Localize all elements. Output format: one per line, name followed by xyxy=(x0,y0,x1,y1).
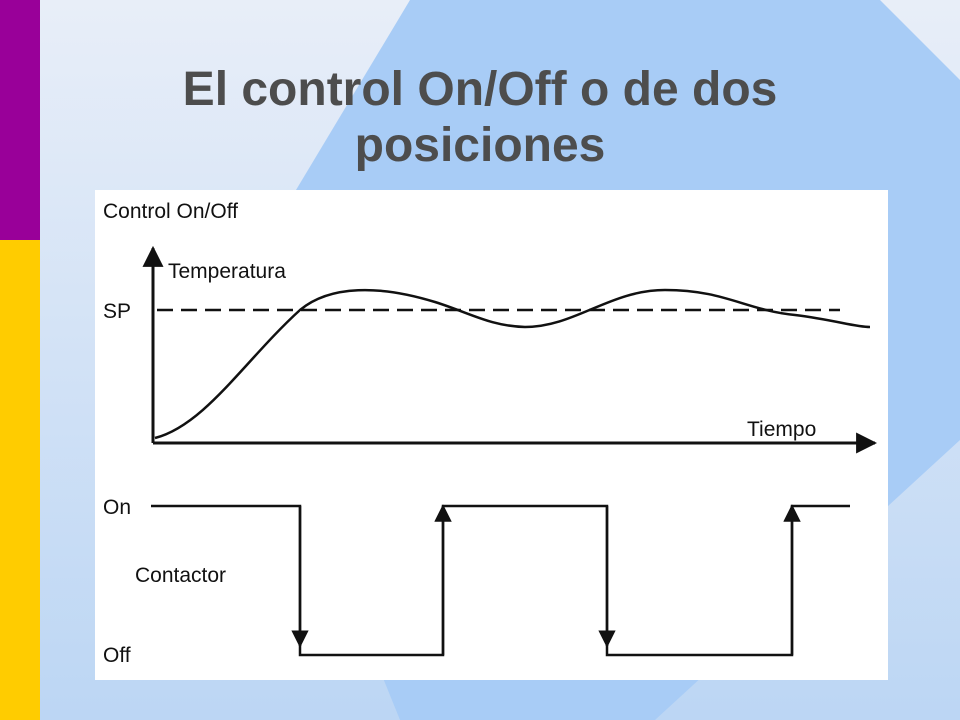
setpoint-label: SP xyxy=(103,300,131,323)
diagram-panel: Control On/Off Temperatura SP Tiempo On … xyxy=(95,190,888,680)
time-label: Tiempo xyxy=(747,418,816,441)
temperature-label: Temperatura xyxy=(168,260,286,283)
off-label: Off xyxy=(103,644,131,667)
on-off-control-diagram: Control On/Off Temperatura SP Tiempo On … xyxy=(103,200,878,667)
left-accent-bar-purple xyxy=(0,0,40,240)
contactor-label: Contactor xyxy=(135,564,226,587)
left-accent-bar-yellow xyxy=(0,240,40,720)
contactor-signal xyxy=(151,504,850,657)
temperature-curve xyxy=(154,288,871,440)
on-label: On xyxy=(103,496,131,519)
slide-title: El control On/Off o de dos posiciones xyxy=(182,63,778,172)
diagram-heading: Control On/Off xyxy=(103,200,238,223)
